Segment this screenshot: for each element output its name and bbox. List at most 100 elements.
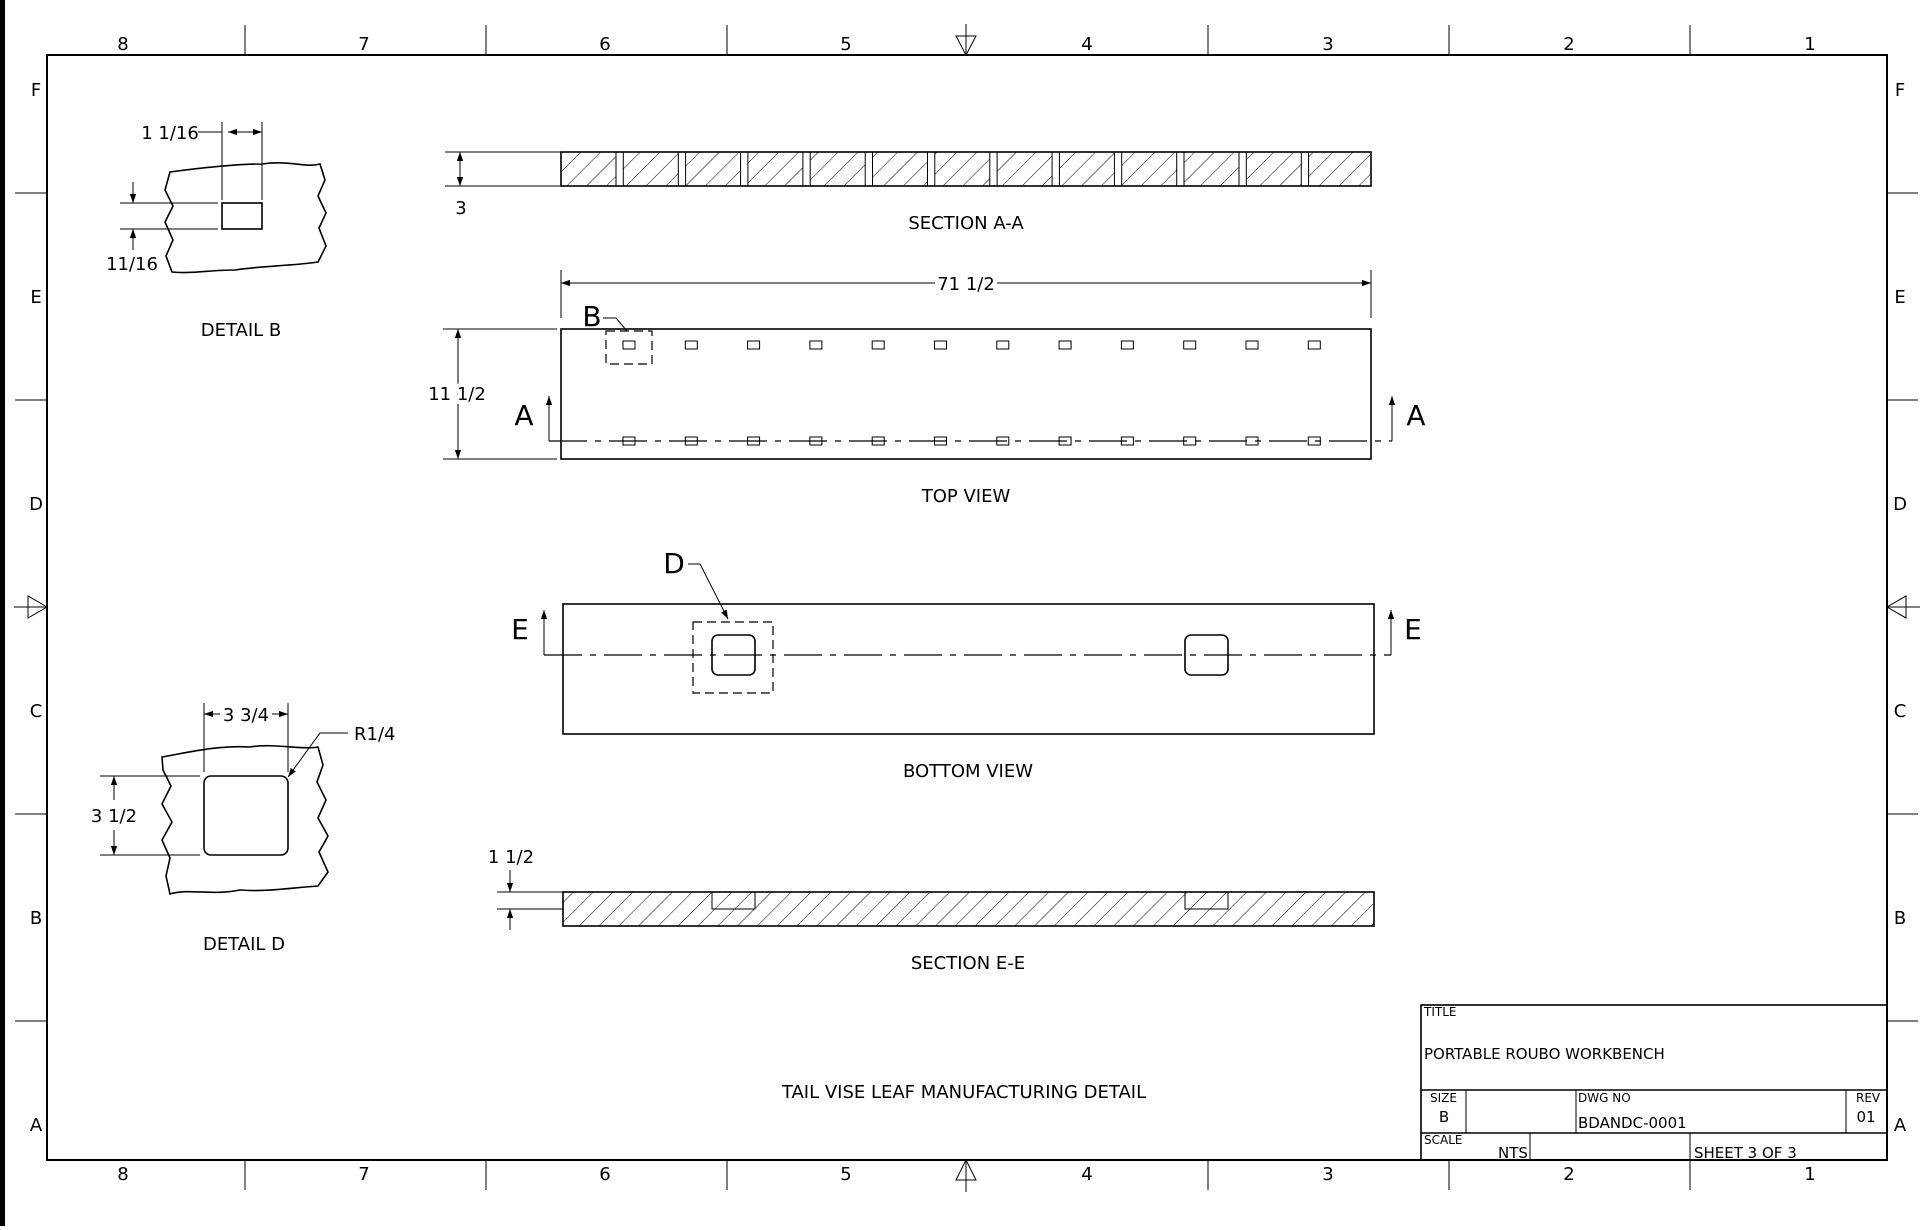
detail-d-square-hole xyxy=(203,775,289,856)
section-aa-segment xyxy=(685,151,742,187)
col-number-top: 6 xyxy=(599,34,610,55)
zone-ticks xyxy=(14,24,1920,1192)
section-ee-view: 1 1/2 SECTION E-E xyxy=(488,847,1375,974)
sheet-number: SHEET 3 OF 3 xyxy=(1694,1144,1797,1162)
detail-d-view: 3 3/4 3 1/2 R1/4 DETAIL D xyxy=(91,703,395,955)
detail-d-radius-dim: R1/4 xyxy=(354,724,395,745)
top-view-hole-upper xyxy=(996,340,1010,350)
row-letter-left: F xyxy=(31,80,41,101)
top-view-hole-upper xyxy=(622,340,636,350)
col-number-top: 3 xyxy=(1322,34,1333,55)
top-view-hole-upper xyxy=(934,340,947,350)
top-view-hole-upper xyxy=(1183,340,1197,350)
cut-marker-a-right: A xyxy=(1406,399,1425,432)
section-aa-segment xyxy=(996,151,1053,187)
detail-b-label: DETAIL B xyxy=(201,320,282,341)
col-number-top: 5 xyxy=(840,34,851,55)
col-number-bottom: 7 xyxy=(358,1164,369,1185)
section-aa-label: SECTION A-A xyxy=(908,213,1024,234)
title-block: TITLE PORTABLE ROUBO WORKBENCH SIZE B DW… xyxy=(1420,1004,1888,1162)
detail-d-break-outline xyxy=(161,744,329,896)
dwg-no-caption: DWG NO xyxy=(1578,1091,1631,1105)
row-letter-left: D xyxy=(29,494,43,515)
bottom-view: E E D BOTTOM VIEW xyxy=(511,547,1422,782)
drawing-note: TAIL VISE LEAF MANUFACTURING DETAIL xyxy=(781,1082,1146,1103)
section-aa-segment xyxy=(560,151,617,187)
section-ee-label: SECTION E-E xyxy=(911,953,1025,974)
section-aa-segment xyxy=(1245,151,1302,187)
scale-value: NTS xyxy=(1498,1144,1528,1162)
top-view-holes xyxy=(622,340,1321,446)
section-aa-segment xyxy=(872,151,928,187)
col-number-top: 8 xyxy=(117,34,128,55)
left-edge-strip xyxy=(0,0,5,1226)
detail-d-height-dim: 3 1/2 xyxy=(91,806,137,827)
row-letter-right: A xyxy=(1894,1115,1907,1136)
bottom-view-outline xyxy=(562,603,1375,735)
top-view-hole-upper xyxy=(1120,340,1134,350)
col-number-bottom: 2 xyxy=(1563,1164,1574,1185)
top-view-label: TOP VIEW xyxy=(921,486,1011,507)
detail-b-callout-box xyxy=(605,330,653,365)
scale-caption: SCALE xyxy=(1424,1133,1462,1147)
size-value: B xyxy=(1439,1108,1449,1126)
section-ee-thickness-dim: 1 1/2 xyxy=(488,847,534,868)
col-number-bottom: 3 xyxy=(1322,1164,1333,1185)
top-view-hole-upper xyxy=(809,340,823,350)
title-block-frame xyxy=(1420,1004,1888,1161)
size-caption: SIZE xyxy=(1430,1091,1457,1105)
section-aa-segment xyxy=(934,151,991,187)
top-view-length-dim: 71 1/2 xyxy=(937,274,995,295)
rev-value: 01 xyxy=(1856,1108,1875,1126)
top-view-hole-upper xyxy=(1058,340,1072,350)
row-letter-right: D xyxy=(1893,494,1907,515)
top-view-outline xyxy=(560,328,1372,460)
detail-b-view: 1 1/16 11/16 DETAIL B xyxy=(106,122,327,341)
col-number-top: 4 xyxy=(1081,34,1092,55)
col-number-top: 2 xyxy=(1563,34,1574,55)
detail-b-height-dim: 11/16 xyxy=(106,254,158,275)
top-view-hole-upper xyxy=(747,340,761,350)
top-view-width-dim: 11 1/2 xyxy=(428,384,486,405)
dog-hole-mortise-left xyxy=(711,634,756,676)
row-letter-left: B xyxy=(30,908,42,929)
detail-d-marker: D xyxy=(663,547,685,580)
section-aa-outline xyxy=(560,151,1372,187)
detail-b-break-outline xyxy=(164,162,327,274)
section-aa-hatched-segments xyxy=(560,151,1372,187)
section-aa-segment xyxy=(622,151,679,187)
col-number-top: 1 xyxy=(1804,34,1815,55)
section-aa-segment xyxy=(1121,151,1178,187)
row-letter-right: C xyxy=(1894,701,1907,722)
top-view: 71 1/2 A A B 11 1/2 TOP VIEW xyxy=(424,270,1426,507)
rev-caption: REV xyxy=(1856,1091,1881,1105)
top-view-hole-upper xyxy=(1307,340,1321,350)
col-number-top: 7 xyxy=(358,34,369,55)
col-number-bottom: 1 xyxy=(1804,1164,1815,1185)
zone-labels: 8 7 6 5 4 3 2 1 8 7 6 5 4 3 2 1 F E D C … xyxy=(29,34,1907,1185)
top-view-hole-upper xyxy=(684,340,698,350)
detail-b-width-dim: 1 1/16 xyxy=(141,123,199,144)
top-view-hole-upper xyxy=(871,340,885,350)
title-caption: TITLE xyxy=(1423,1005,1456,1019)
dog-hole-mortise-right xyxy=(1184,634,1229,676)
cut-marker-a-left: A xyxy=(514,399,533,432)
cut-marker-e-right: E xyxy=(1404,613,1422,646)
row-letter-left: E xyxy=(30,287,41,308)
dwg-no-value: BDANDC-0001 xyxy=(1578,1114,1687,1132)
row-letter-right: F xyxy=(1895,80,1905,101)
section-aa-thickness-dim: 3 xyxy=(455,198,466,219)
detail-b-hole xyxy=(221,202,263,230)
detail-d-callout-box xyxy=(692,621,774,694)
top-view-hole-upper xyxy=(1245,340,1259,350)
col-number-bottom: 8 xyxy=(117,1164,128,1185)
bottom-view-label: BOTTOM VIEW xyxy=(903,761,1033,782)
section-aa-segment xyxy=(1058,151,1115,187)
row-letter-right: B xyxy=(1894,908,1906,929)
detail-d-width-dim: 3 3/4 xyxy=(223,705,269,726)
detail-d-label: DETAIL D xyxy=(203,934,285,955)
row-letter-left: A xyxy=(30,1115,43,1136)
section-aa-segment xyxy=(809,151,866,187)
